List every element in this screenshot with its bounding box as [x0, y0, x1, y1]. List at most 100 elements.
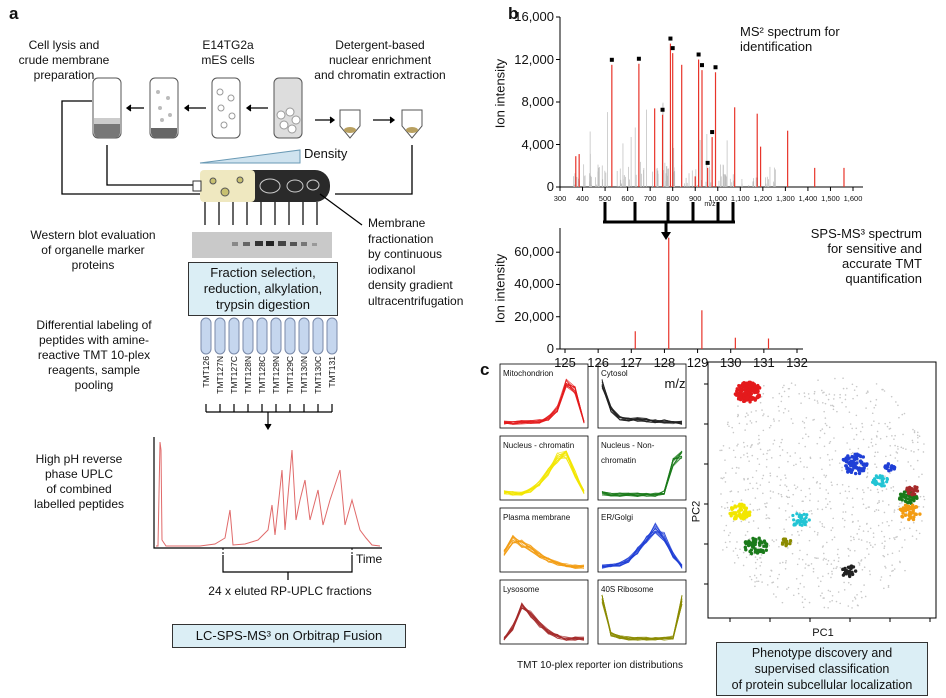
pca-background-point — [915, 529, 918, 532]
pca-background-point — [808, 510, 811, 513]
pca-background-point — [895, 451, 898, 453]
pooling-lines — [205, 404, 333, 431]
pca-background-point — [853, 389, 856, 391]
pca-background-point — [787, 387, 790, 390]
pca-background-point — [830, 404, 832, 407]
pca-background-point — [922, 506, 925, 508]
pca-background-point — [782, 411, 785, 414]
tube-cells-1 — [149, 77, 179, 139]
pca-cluster-point — [761, 550, 766, 555]
pca-background-point — [859, 525, 861, 528]
pca-background-point — [789, 455, 792, 457]
pca-background-point — [839, 602, 842, 605]
uplc-chromatogram — [153, 437, 382, 580]
pca-background-point — [720, 477, 722, 479]
pca-background-point — [790, 418, 793, 420]
pca-background-point — [837, 548, 839, 551]
pca-background-point — [865, 476, 868, 479]
pca-background-point — [740, 456, 742, 459]
pca-cluster-point — [758, 539, 762, 543]
pca-cluster-point — [880, 482, 884, 486]
pca-background-point — [755, 420, 758, 423]
pca-background-point — [889, 574, 891, 577]
pca-background-point — [738, 422, 741, 425]
pca-background-point — [751, 454, 754, 457]
pca-background-point — [819, 482, 821, 485]
pca-background-point — [851, 383, 854, 386]
pca-background-point — [780, 478, 782, 481]
pca-background-point — [801, 596, 804, 598]
pca-background-point — [768, 481, 770, 484]
pca-background-point — [883, 547, 886, 549]
pca-cluster-point — [905, 501, 910, 505]
pca-background-point — [870, 424, 873, 427]
pca-background-point — [863, 584, 865, 586]
pca-background-point — [875, 508, 878, 511]
pca-background-point — [813, 530, 816, 533]
profile-title: Nucleus - Non-chromatin — [601, 441, 655, 465]
pca-cluster-point — [799, 518, 803, 522]
pca-background-point — [867, 530, 869, 533]
pca-background-point — [819, 436, 821, 439]
ms3-xtick-label: 128 — [653, 355, 676, 370]
pca-background-point — [877, 524, 880, 527]
pca-background-point — [912, 521, 915, 524]
pca-background-point — [831, 458, 834, 461]
pca-background-point — [827, 559, 830, 562]
profile-line — [503, 382, 585, 424]
pca-background-point — [835, 600, 838, 603]
pca-background-point — [794, 452, 797, 454]
pca-background-point — [852, 451, 854, 454]
orbitrap-box: LC-SPS-MS³ on Orbitrap Fusion — [172, 624, 406, 648]
pca-background-point — [864, 556, 866, 559]
pca-background-point — [806, 466, 808, 469]
pca-background-point — [828, 393, 831, 395]
pca-background-point — [831, 484, 833, 487]
pca-background-point — [893, 509, 896, 511]
pca-background-point — [887, 584, 890, 587]
profile-plots — [499, 363, 687, 645]
pca-background-point — [823, 445, 826, 448]
ms2-axes — [556, 16, 863, 191]
pca-background-point — [819, 580, 822, 583]
pca-background-point — [833, 394, 836, 396]
pca-background-point — [779, 454, 782, 457]
pca-background-point — [728, 425, 730, 428]
pca-cluster-point — [909, 486, 914, 491]
pca-background-point — [742, 441, 745, 444]
step-cells: E14TG2a mES cells — [201, 38, 255, 67]
pca-background-point — [757, 443, 759, 445]
ms3-axes — [556, 228, 803, 353]
pca-background-point — [842, 511, 844, 513]
ms2-selected-marker — [668, 36, 673, 41]
pca-background-point — [857, 561, 860, 564]
pca-cluster-point — [853, 471, 858, 476]
pca-background-point — [862, 530, 865, 532]
pca-cluster-point — [849, 566, 853, 571]
pca-background-point — [897, 404, 899, 407]
pca-background-point — [799, 549, 801, 552]
pca-background-point — [897, 508, 899, 511]
pca-cluster-point — [756, 394, 760, 398]
pca-background-point — [817, 500, 820, 502]
pca-background-point — [875, 398, 878, 401]
pca-background-point — [829, 600, 831, 603]
pca-cluster-point — [734, 514, 739, 519]
step-detergent: Detergent-based nuclear enrichment and c… — [314, 38, 446, 82]
pca-background-point — [868, 570, 871, 572]
pca-background-point — [896, 460, 899, 462]
pca-cluster-point — [874, 480, 878, 484]
pca-background-point — [800, 529, 803, 532]
pca-background-point — [866, 522, 868, 525]
pca-background-point — [735, 466, 738, 469]
pca-cluster-point — [908, 514, 912, 519]
pca-background-point — [798, 558, 800, 560]
pca-background-point — [787, 489, 790, 492]
ms2-xtick-label: 1,100 — [730, 194, 750, 203]
pca-background-point — [858, 564, 861, 566]
ms2-xtick-label: 800 — [666, 194, 679, 203]
pca-background-point — [912, 428, 914, 431]
profile-line — [503, 452, 585, 493]
pca-background-point — [805, 417, 808, 419]
